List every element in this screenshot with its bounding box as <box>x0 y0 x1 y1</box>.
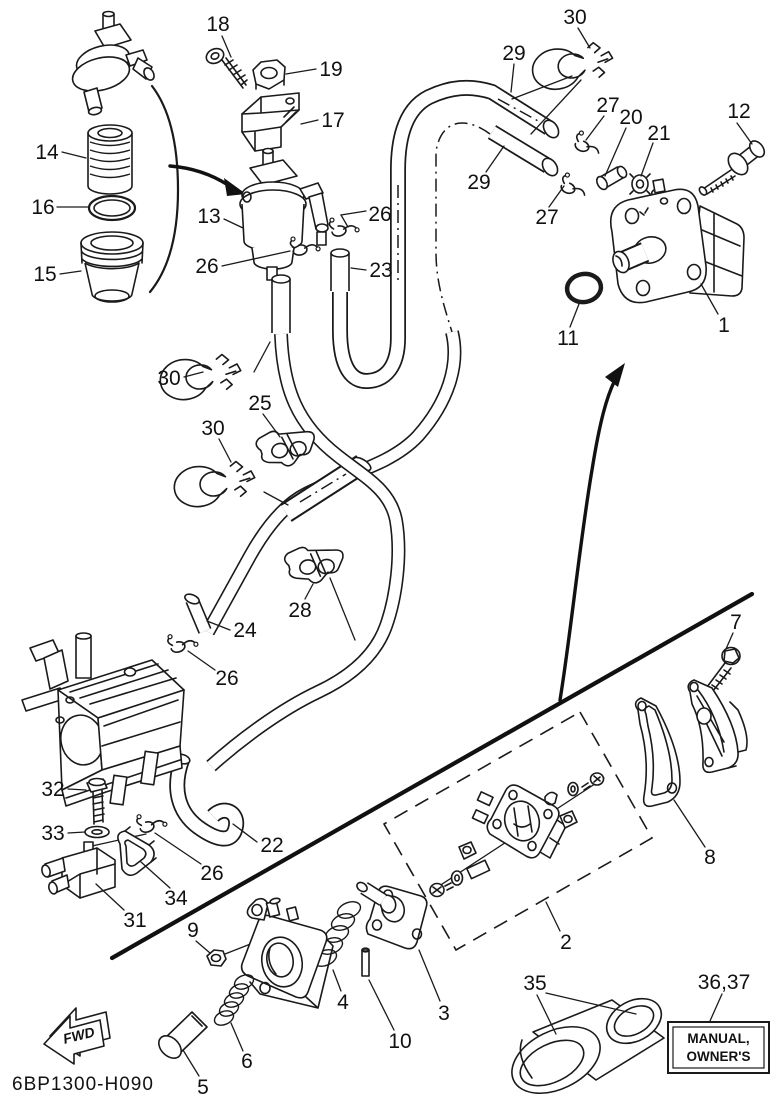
callout-33: 33 <box>41 822 64 845</box>
callout-21: 21 <box>647 122 670 145</box>
pin-10-drawing <box>361 947 370 977</box>
callout-19: 19 <box>319 58 342 81</box>
fwd-arrow: FWD <box>43 1007 111 1065</box>
callout-11: 11 <box>557 327 579 350</box>
callout-30c: 30 <box>201 417 224 440</box>
callout-17: 17 <box>321 109 344 132</box>
hose-clamp-30-mid1 <box>159 353 242 401</box>
callout-30b: 30 <box>157 367 180 390</box>
wire-clips-26 <box>91 217 360 847</box>
callout-1: 1 <box>718 314 730 337</box>
filter-cup-drawing <box>80 231 144 303</box>
spring-6-drawing <box>213 974 255 1026</box>
callout-28: 28 <box>288 599 311 622</box>
callout-26b: 26 <box>195 255 218 278</box>
reed-plate-cover-8-drawing <box>687 679 748 774</box>
hose-clamp-30-top-right <box>531 41 614 91</box>
bolt-32-drawing <box>86 777 108 825</box>
washer-33-drawing <box>84 825 110 839</box>
callout-24: 24 <box>233 619 257 642</box>
callout-7: 7 <box>730 611 742 634</box>
assembly-location-arrow <box>558 363 625 702</box>
manual-box-line1: MANUAL, <box>687 1031 749 1046</box>
callout-26c: 26 <box>215 667 238 690</box>
fuel-pump-1-drawing <box>609 178 745 304</box>
bolt-12-drawing <box>698 140 766 196</box>
filter-element-drawing <box>87 124 133 195</box>
pump-rear-body-drawing <box>429 772 605 898</box>
callout-labels: 18 19 17 30 29 27 20 21 12 29 14 16 13 2… <box>31 6 750 1099</box>
owners-manual-box: MANUAL, OWNER'S <box>667 1021 770 1074</box>
carburetor-drawing <box>21 632 185 807</box>
hose-clamp-30-mid2 <box>173 460 256 508</box>
callout-25: 25 <box>248 392 271 415</box>
diaphragm-plate-3-drawing <box>356 881 428 950</box>
callout-27b: 27 <box>535 206 558 229</box>
callout-18: 18 <box>206 13 229 36</box>
callout-30a: 30 <box>563 6 586 29</box>
callout-15: 15 <box>33 263 56 286</box>
callout-9: 9 <box>187 919 199 942</box>
drawing-code: 6BP1300-H090 <box>12 1074 154 1095</box>
screw-18-drawing <box>205 47 248 89</box>
callout-23: 23 <box>369 259 392 282</box>
primer-valve-31-drawing <box>41 841 116 899</box>
hose-clamp-25 <box>255 430 315 467</box>
callout-34: 34 <box>164 887 188 910</box>
fuel-filter-13-drawing <box>239 147 329 281</box>
plunger-5-drawing <box>158 1011 208 1059</box>
bracket-and-arrow <box>148 84 246 294</box>
nut-9-drawing <box>206 942 254 967</box>
wire-clips-27 <box>560 130 600 196</box>
callout-27a: 27 <box>596 94 619 117</box>
callout-36-37: 36,37 <box>698 971 751 994</box>
fwd-label: FWD <box>61 1024 96 1047</box>
powerhead-boundary-line <box>109 591 755 961</box>
callout-5: 5 <box>197 1076 209 1099</box>
silencer-35-drawing <box>511 997 665 1095</box>
fuel-tubes-drawing <box>271 248 350 333</box>
callout-8: 8 <box>704 846 716 869</box>
hose-clamp-28 <box>283 546 344 584</box>
callout-2: 2 <box>560 931 572 954</box>
bracket-17-drawing <box>241 92 300 152</box>
grommet-34-drawing <box>117 826 157 877</box>
fuel-cock-drawing <box>71 10 155 116</box>
fuel-hoses-drawing <box>169 79 560 847</box>
bolt-7-drawing <box>706 646 741 692</box>
o-ring-11-drawing <box>564 271 604 305</box>
callout-29a: 29 <box>502 42 525 65</box>
callout-32: 32 <box>41 778 64 801</box>
callout-4: 4 <box>337 991 349 1014</box>
nut-19-drawing <box>252 59 286 90</box>
callout-22: 22 <box>260 834 283 857</box>
callout-31: 31 <box>123 909 146 932</box>
callout-35: 35 <box>523 972 546 995</box>
callout-26a: 26 <box>368 203 391 226</box>
joint-20-drawing <box>595 165 628 191</box>
o-ring-16-drawing <box>87 194 137 222</box>
callout-29b: 29 <box>467 171 490 194</box>
pump-assembly-dashed-box <box>382 710 654 952</box>
callout-14: 14 <box>35 141 59 164</box>
gasket-8-drawing <box>634 697 681 808</box>
callout-20: 20 <box>619 106 642 129</box>
callout-16: 16 <box>31 196 54 219</box>
manual-box-line2: OWNER'S <box>687 1049 751 1064</box>
callout-6: 6 <box>241 1050 253 1073</box>
callout-3: 3 <box>438 1002 450 1025</box>
callout-26d: 26 <box>200 862 223 885</box>
star-washer-21-drawing <box>629 173 651 195</box>
callout-12: 12 <box>727 100 750 123</box>
callout-10: 10 <box>388 1030 411 1053</box>
leader-lines <box>56 27 753 1077</box>
pump-front-body-drawing <box>240 897 334 1009</box>
callout-13: 13 <box>197 205 220 228</box>
